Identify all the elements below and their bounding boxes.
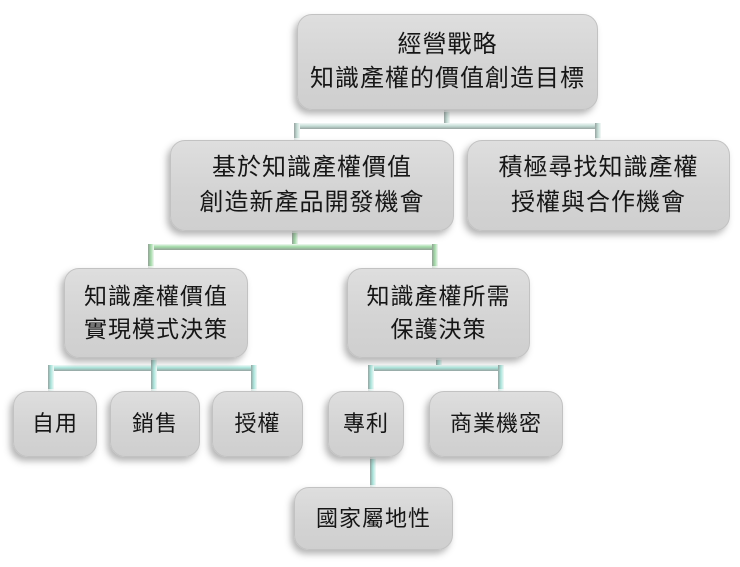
connector-license-drop [251, 365, 257, 394]
node-label-line: 創造新產品開發機會 [199, 188, 425, 216]
node-label-line: 經營戰略 [397, 30, 498, 58]
connector-sell-drop [151, 365, 157, 394]
node-label-line: 基於知識產權價值 [212, 154, 412, 182]
connector-self-use-drop [48, 365, 54, 394]
node-label-line: 授權與合作機會 [511, 188, 686, 216]
connector-level2-bar [294, 123, 601, 129]
node-develop-opportunities: 基於知識產權價值 創造新產品開發機會 [170, 140, 454, 231]
connector-value-mode-drop [148, 244, 154, 271]
node-protection-decision: 知識產權所需 保護決策 [347, 268, 530, 358]
node-label-line: 授權 [234, 411, 281, 437]
node-patent: 專利 [328, 391, 404, 457]
node-label-line: 國家屬地性 [315, 505, 431, 531]
node-label-line: 知識產權所需 [366, 283, 511, 310]
node-label-line: 自用 [31, 411, 78, 437]
connector-value-mode-stem [151, 355, 157, 369]
connector-root-stem [444, 104, 450, 128]
connector-level3-bar [148, 244, 438, 250]
node-license: 授權 [212, 391, 303, 457]
node-trade-secret: 商業機密 [429, 391, 563, 457]
node-license-cooperation: 積極尋找知識產權 授權與合作機會 [467, 140, 730, 231]
node-self-use: 自用 [13, 391, 97, 457]
node-label-line: 積極尋找知識產權 [498, 154, 699, 182]
connector-protect-options-bar [368, 365, 504, 371]
node-label-line: 知識產權的價值創造目標 [310, 65, 585, 92]
connector-protection-drop [432, 244, 438, 271]
connector-develop-drop [294, 123, 300, 143]
node-sell: 銷售 [110, 391, 200, 457]
node-label-line: 知識產權價值 [84, 283, 228, 310]
node-label-line: 專利 [342, 411, 389, 437]
node-label-line: 保護決策 [390, 316, 487, 342]
node-label-line: 商業機密 [449, 411, 542, 437]
node-business-strategy: 經營戰略 知識產權的價值創造目標 [297, 14, 598, 110]
node-label-line: 銷售 [131, 411, 178, 437]
node-territoriality: 國家屬地性 [294, 487, 453, 550]
connector-license-seek-drop [595, 123, 601, 143]
connector-develop-stem [292, 228, 298, 248]
connector-trade-secret-drop [498, 365, 504, 394]
node-label-line: 實現模式決策 [84, 316, 228, 342]
connector-protection-stem [436, 355, 442, 369]
node-value-realization-decision: 知識產權價值 實現模式決策 [64, 268, 248, 358]
connector-patent-drop [368, 365, 374, 394]
connector-patent-territoriality [370, 453, 376, 490]
